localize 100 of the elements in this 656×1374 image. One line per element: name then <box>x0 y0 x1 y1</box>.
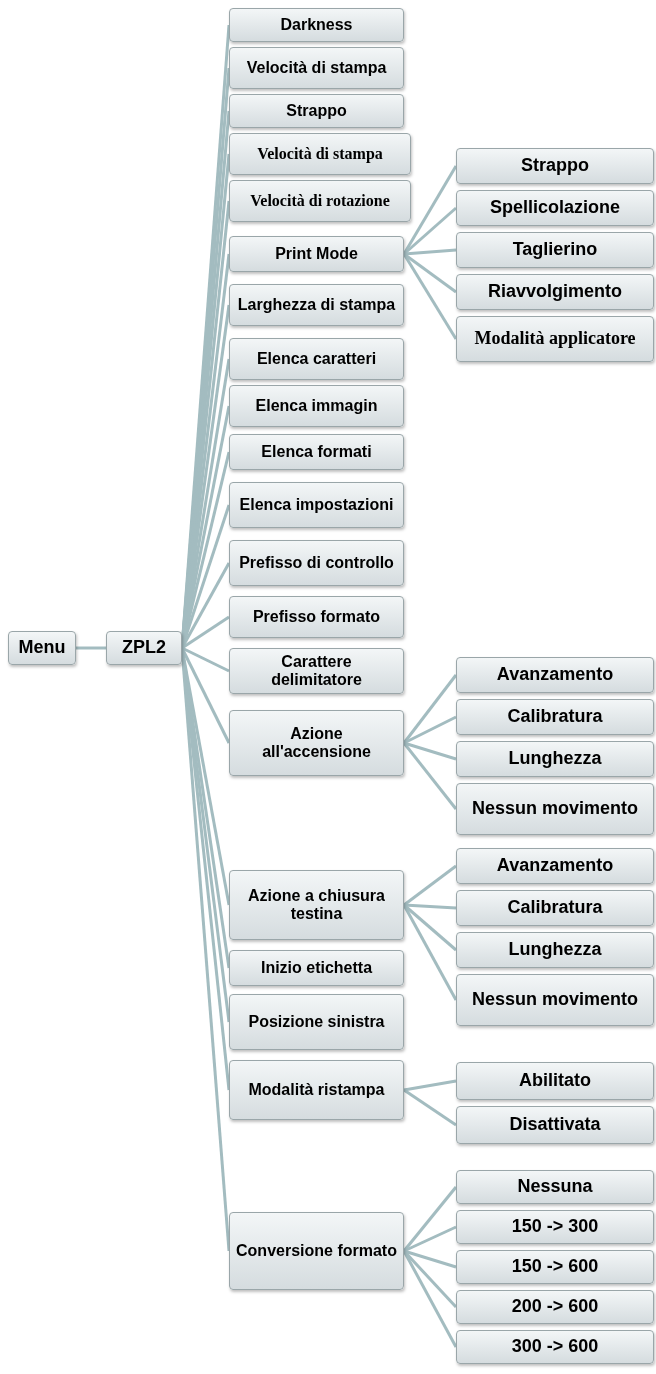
menu-label: Modalità applicatore <box>474 329 636 349</box>
menu-label: Avanzamento <box>496 856 614 876</box>
connector-line <box>402 253 458 340</box>
menu-label: Inizio etichetta <box>260 959 373 977</box>
menu-box <box>229 540 404 586</box>
menu-box <box>229 385 404 427</box>
menu-box <box>229 133 411 175</box>
menu-box <box>229 1212 404 1290</box>
menu-box <box>229 180 411 222</box>
menu-label: Print Mode <box>275 245 358 263</box>
menu-box <box>456 932 654 968</box>
menu-box <box>229 710 404 776</box>
menu-box <box>456 1062 654 1100</box>
menu-box <box>229 8 404 42</box>
menu-box <box>229 236 404 272</box>
menu-box <box>456 1330 654 1364</box>
connector-line <box>181 646 230 673</box>
menu-label: 150 -> 300 <box>511 1217 599 1237</box>
menu-label: Disattivata <box>509 1115 601 1135</box>
connector-line <box>403 1249 457 1269</box>
menu-box <box>8 631 76 665</box>
menu-label: Nessuna <box>517 1177 593 1197</box>
menu-label: Spellicolazione <box>489 198 620 218</box>
menu-label: Calibratura <box>507 898 603 918</box>
menu-box <box>456 190 654 226</box>
menu-label: Lunghezza <box>508 940 602 960</box>
menu-label: Posizione sinistra <box>248 1013 385 1031</box>
connector-line <box>402 674 458 744</box>
connector-line <box>403 248 457 256</box>
menu-box <box>456 657 654 693</box>
menu-label: Strappo <box>286 102 347 120</box>
menu-label: Strappo <box>521 156 589 176</box>
menu-box <box>456 1106 654 1144</box>
connector-line <box>403 715 457 745</box>
menu-box <box>229 994 404 1050</box>
connector-line <box>403 864 457 907</box>
menu-box <box>456 783 654 835</box>
menu-label: Velocità di stampa <box>246 59 387 77</box>
menu-box <box>456 974 654 1026</box>
menu-box <box>456 316 654 362</box>
menu-box <box>229 47 404 89</box>
menu-box <box>456 1210 654 1244</box>
menu-box <box>229 434 404 470</box>
menu-label: Abilitato <box>519 1071 591 1091</box>
menu-box <box>456 274 654 310</box>
menu-box <box>456 232 654 268</box>
menu-box <box>229 284 404 326</box>
menu-box <box>106 631 182 665</box>
menu-box <box>229 482 404 528</box>
menu-label: Darkness <box>280 16 353 34</box>
menu-label: Azione all'accensione <box>261 725 372 761</box>
menu-box <box>456 1170 654 1204</box>
menu-box <box>456 699 654 735</box>
menu-box <box>456 741 654 777</box>
menu-box <box>229 870 404 940</box>
menu-box <box>456 1290 654 1324</box>
menu-box <box>229 1060 404 1120</box>
menu-label: Prefisso formato <box>252 608 381 626</box>
menu-label: Calibratura <box>507 707 603 727</box>
menu-box <box>229 94 404 128</box>
menu-label: Elenca impostazioni <box>239 496 394 514</box>
connector-line <box>403 252 457 294</box>
menu-label: Avanzamento <box>496 665 614 685</box>
menu-label: Nessun movimento <box>471 799 638 819</box>
connector-line <box>76 646 106 650</box>
menu-label: Nessun movimento <box>471 990 638 1010</box>
menu-label: Riavvolgimento <box>488 282 622 302</box>
menu-box <box>456 148 654 184</box>
connector-line <box>403 1079 457 1092</box>
menu-box <box>456 1250 654 1284</box>
menu-label: Prefisso di controllo <box>239 554 394 572</box>
connector-line <box>403 903 457 952</box>
menu-box <box>229 950 404 986</box>
menu-label: Lunghezza <box>508 749 602 769</box>
menu-box <box>229 596 404 638</box>
connector-line <box>403 1088 457 1127</box>
connector-line <box>403 1225 457 1253</box>
menu-box <box>456 848 654 884</box>
menu-label: Carattere delimitatore <box>270 653 363 689</box>
menu-label: Modalità ristampa <box>248 1081 385 1099</box>
menu-box <box>229 338 404 380</box>
connector-line <box>403 741 457 761</box>
menu-label: Elenca immagin <box>255 397 378 415</box>
menu-label: 300 -> 600 <box>511 1337 599 1357</box>
connector-line <box>181 615 230 650</box>
menu-box <box>229 648 404 694</box>
connector-line <box>403 903 457 910</box>
menu-label: 200 -> 600 <box>511 1297 599 1317</box>
menu-label: Conversione formato <box>236 1242 397 1260</box>
menu-label: ZPL2 <box>122 638 166 658</box>
menu-label: Azione a chiusura testina <box>247 887 386 923</box>
connector-line <box>402 742 458 810</box>
menu-label: Velocità di stampa <box>257 145 383 163</box>
menu-label: Menu <box>18 638 66 658</box>
connector-line <box>402 1186 458 1252</box>
menu-label: Taglierino <box>512 240 598 260</box>
menu-box <box>456 890 654 926</box>
menu-label: Velocità di rotazione <box>250 192 390 210</box>
menu-label: Larghezza di stampa <box>237 296 396 314</box>
menu-label: Elenca caratteri <box>256 350 377 368</box>
